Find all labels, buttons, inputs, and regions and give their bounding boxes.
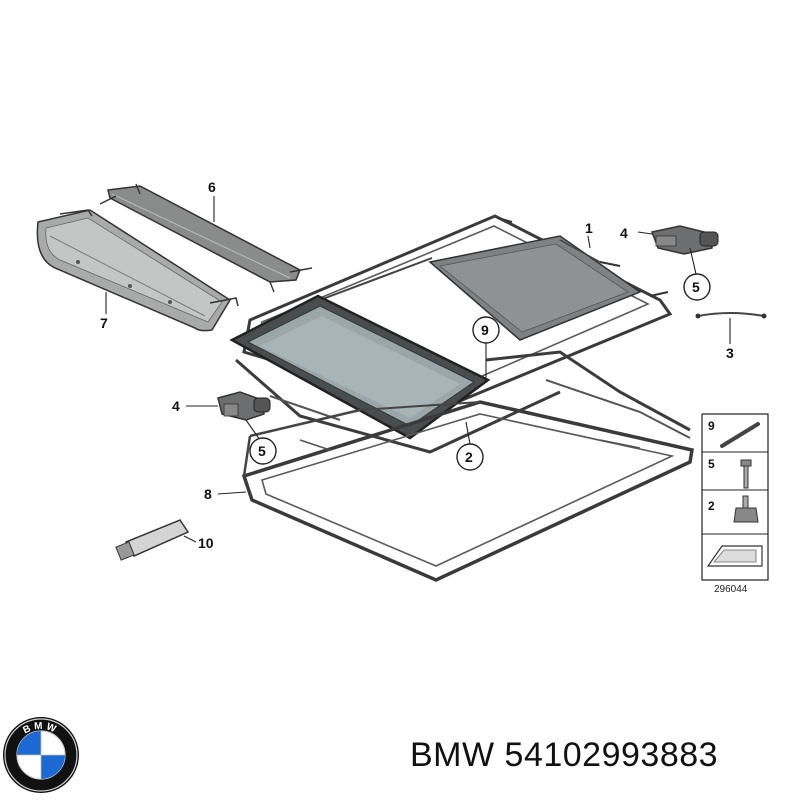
part-1-sunroof-frame [242,214,673,412]
callout-5-lower-circle [249,437,277,465]
callout-5-upper-circle [683,273,711,301]
callout-5-lower: 5 [258,443,266,459]
callout-6: 6 [208,179,216,195]
callout-10: 10 [198,535,214,551]
legend-item-5-screw [740,459,752,489]
callout-2-circle [456,443,484,471]
part-3-drain-hose [695,312,767,319]
callout-5-upper: 5 [692,279,700,295]
callout-9-circle [472,316,500,344]
part-10-grease-tube [115,519,190,561]
part-2-guide-rail [235,350,691,454]
legend-item-9-shape [720,422,760,448]
legend-item-5-label: 5 [708,457,715,471]
part-7-wind-deflector-trim [36,209,239,332]
part-6-wind-deflector [99,183,313,293]
callout-labels: 6 7 1 4 5 3 4 5 9 2 8 10 [100,179,734,551]
bmw-logo: BMW [3,717,79,793]
brand-name: BMW [410,736,495,774]
callout-3: 3 [726,345,734,361]
legend-item-2-bolt [733,495,759,523]
callout-7: 7 [100,315,108,331]
callout-1: 1 [585,220,593,236]
legend-item-9-label: 9 [708,419,715,433]
legend-arrow-icon [706,545,763,567]
legend-item-2-label: 2 [708,499,715,513]
callout-2: 2 [465,449,473,465]
part-4-motor-upper [650,225,719,255]
callout-9: 9 [481,322,489,338]
part-8-lower-frame [241,400,694,582]
part-9-glass-panel [229,294,491,440]
logo-lettering: BMW [21,721,60,737]
callout-4-upper: 4 [620,225,628,241]
part-number: 54102993883 [504,736,719,774]
callout-4-lower: 4 [172,398,180,414]
callout-8: 8 [204,486,212,502]
part-4-motor-lower [217,391,271,421]
hardware-legend: 9 5 2 296044 [701,413,769,595]
brand-part-number: BMW 54102993883 [410,736,718,775]
leader-lines [105,196,731,543]
reference-number: 296044 [714,584,748,595]
